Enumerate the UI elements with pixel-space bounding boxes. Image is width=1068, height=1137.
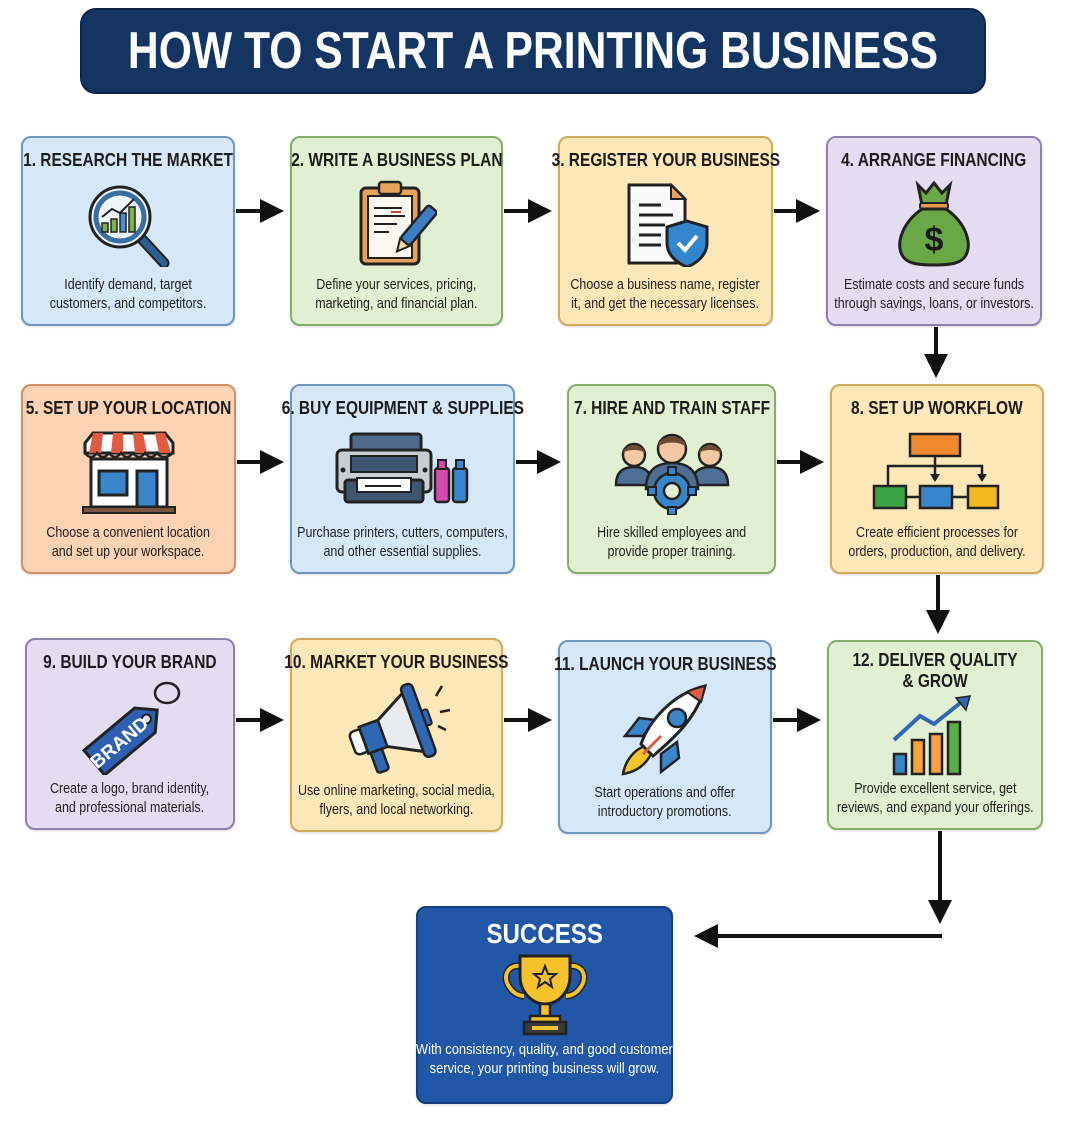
megaphone-icon (292, 673, 501, 782)
step-description: Create a logo, brand identity,and profes… (50, 781, 210, 816)
step-heading: 7. HIRE AND TRAIN STAFF (573, 398, 770, 418)
step-heading: 5. SET UP YOUR LOCATION (25, 398, 232, 418)
brand-tag-icon: BRAND (27, 673, 233, 780)
step-heading: 8. SET UP WORKFLOW (851, 398, 1023, 418)
printer-ink-icon (292, 419, 513, 524)
svg-text:$: $ (925, 221, 944, 259)
step-7-card: 7. HIRE AND TRAIN STAFF Hire skilled emp… (567, 384, 776, 574)
step-description: Define your services, pricing,marketing,… (315, 277, 478, 312)
step-5-card: 5. SET UP YOUR LOCATION Choose a conveni… (21, 384, 236, 574)
step-1-card: 1. RESEARCH THE MARKET Identify demand, … (21, 136, 235, 326)
team-gear-icon (569, 419, 774, 524)
success-heading: SUCCESS (486, 918, 603, 949)
step-heading: 12. DELIVER QUALITY& GROW (852, 650, 1018, 691)
step-description: Purchase printers, cutters, computers,an… (297, 525, 508, 560)
rocket-icon (560, 675, 770, 784)
success-card: SUCCESS With consistency, quality, and g… (416, 906, 673, 1104)
flowchart-icon (832, 419, 1042, 524)
step-11-card: 11. LAUNCH YOUR BUSINESS Start operation… (554, 640, 776, 834)
step-heading: 11. LAUNCH YOUR BUSINESS (553, 654, 777, 674)
step-heading: 9. BUILD YOUR BRAND (43, 652, 217, 672)
step-4-card: 4. ARRANGE FINANCING $ Estimate costs an… (826, 136, 1042, 326)
step-heading: 3. REGISTER YOUR BUSINESS (551, 150, 780, 170)
document-shield-icon (560, 171, 771, 276)
step-8-card: 8. SET UP WORKFLOW Create efficient proc… (830, 384, 1044, 574)
money-bag-icon: $ (828, 171, 1040, 276)
success-description: With consistency, quality, and good cust… (416, 1041, 673, 1077)
clipboard-pencil-icon (292, 171, 501, 276)
trophy-icon (418, 950, 671, 1040)
step-heading: 4. ARRANGE FINANCING (841, 150, 1027, 170)
step-6-card: 6. BUY EQUIPMENT & SUPPLIES Purchase pri… (281, 384, 524, 574)
step-heading: 2. WRITE A BUSINESS PLAN (290, 150, 503, 170)
magnifier-chart-icon (23, 171, 233, 276)
step-description: Use online marketing, social media,flyer… (298, 783, 495, 818)
step-10-card: 10. MARKET YOUR BUSINESS Use online mark… (284, 638, 509, 832)
step-9-card: 9. BUILD YOUR BRAND BRAND Create a logo,… (25, 638, 235, 830)
title-banner: HOW TO START A PRINTING BUSINESS (80, 8, 986, 94)
step-12-card: 12. DELIVER QUALITY& GROW Provide excell… (827, 640, 1043, 830)
step-2-card: 2. WRITE A BUSINESS PLAN Define your ser… (290, 136, 503, 326)
growth-chart-icon (829, 692, 1041, 780)
step-3-card: 3. REGISTER YOUR BUSINESS Choose a busin… (551, 136, 780, 326)
step-heading: 10. MARKET YOUR BUSINESS (284, 652, 509, 672)
storefront-icon (23, 419, 234, 524)
page-title: HOW TO START A PRINTING BUSINESS (127, 22, 939, 80)
step-heading: 1. RESEARCH THE MARKET (23, 150, 233, 170)
step-heading: 6. BUY EQUIPMENT & SUPPLIES (281, 398, 524, 418)
